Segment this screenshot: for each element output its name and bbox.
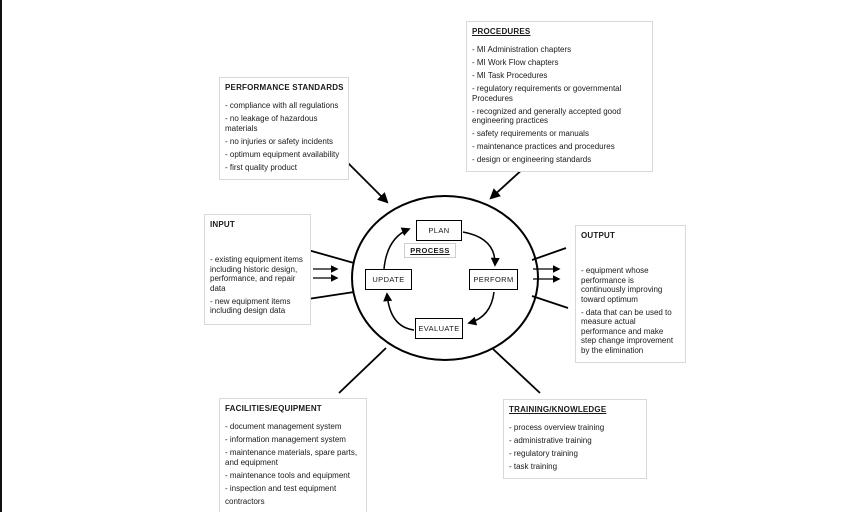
performance-standards-box: PERFORMANCE STANDARDS - compliance with … xyxy=(219,77,349,180)
list-item: - administrative training xyxy=(509,436,592,445)
list-item: - maintenance tools and equipment xyxy=(225,470,350,480)
process-circle xyxy=(351,195,539,361)
output-title: OUTPUT xyxy=(581,231,616,240)
input-funnel-top-line xyxy=(307,249,355,264)
process-label: PROCESS xyxy=(404,243,456,258)
list-item: - process overview training xyxy=(509,423,605,432)
list-item: - maintenance practices and procedures xyxy=(472,142,615,151)
input-funnel-bottom-line xyxy=(307,291,355,300)
step-update: UPDATE xyxy=(365,269,412,290)
list-item: - data that can be used to measure actua… xyxy=(581,307,674,355)
list-item: - task training xyxy=(509,462,558,471)
step-plan: PLAN xyxy=(416,220,462,241)
list-item: - information management system xyxy=(225,435,346,444)
output-box: OUTPUT - equipment whose performance is … xyxy=(575,225,686,363)
training-knowledge-box: TRAINING/KNOWLEDGE - process overview tr… xyxy=(503,399,647,479)
list-item: - MI Task Procedures xyxy=(472,71,548,80)
connector-training-knowledge xyxy=(492,348,541,394)
list-item: - existing equipment items including his… xyxy=(210,255,303,293)
arrow-update-to-plan xyxy=(383,227,411,270)
list-item: - first quality product xyxy=(225,162,298,172)
output-fan-bottom-line xyxy=(531,295,569,309)
step-perform: PERFORM xyxy=(469,269,518,290)
list-item: - optimum equipment availability xyxy=(225,149,340,159)
list-item: - new equipment items including design d… xyxy=(210,296,291,316)
input-box: INPUT - existing equipment items includi… xyxy=(204,214,311,325)
list-item: - MI Administration chapters xyxy=(472,45,572,54)
step-evaluate: EVALUATE xyxy=(415,318,463,339)
list-item: - recognized and generally accepted good… xyxy=(472,106,621,126)
list-item: - safety requirements or manuals xyxy=(472,129,589,138)
procedures-box: PROCEDURES - MI Administration chapters … xyxy=(466,21,653,172)
arrow-perform-to-evaluate xyxy=(467,291,495,326)
list-item: - document management system xyxy=(225,422,342,431)
performance-standards-title: PERFORMANCE STANDARDS xyxy=(225,83,344,92)
procedures-title: PROCEDURES xyxy=(472,27,531,36)
list-item: - design or engineering standards xyxy=(472,155,592,164)
list-item: contractors xyxy=(225,496,265,506)
arrow-evaluate-to-update xyxy=(383,292,415,331)
list-item: - equipment whose performance is continu… xyxy=(581,266,663,304)
list-item: - MI Work Flow chapters xyxy=(472,58,559,67)
list-item: - compliance with all regulations xyxy=(225,101,339,110)
list-item: - maintenance materials, spare parts, an… xyxy=(225,448,358,467)
list-item: - inspection and test equipment xyxy=(225,483,337,493)
facilities-equipment-title: FACILITIES/EQUIPMENT xyxy=(225,404,322,413)
connector-facilities-equipment xyxy=(338,347,387,394)
list-item: - no leakage of hazardous materials xyxy=(225,114,318,133)
list-item: - no injuries or safety incidents xyxy=(225,136,334,146)
training-knowledge-title: TRAINING/KNOWLEDGE xyxy=(509,405,607,414)
list-item: - regulatory training xyxy=(509,449,578,458)
input-title: INPUT xyxy=(210,220,235,229)
arrow-plan-to-perform xyxy=(462,231,500,267)
left-edge-border xyxy=(0,0,2,512)
list-item: - regulatory requirements or governmenta… xyxy=(472,84,622,103)
output-fan-top-line xyxy=(531,247,567,261)
facilities-equipment-box: FACILITIES/EQUIPMENT - document manageme… xyxy=(219,398,367,512)
